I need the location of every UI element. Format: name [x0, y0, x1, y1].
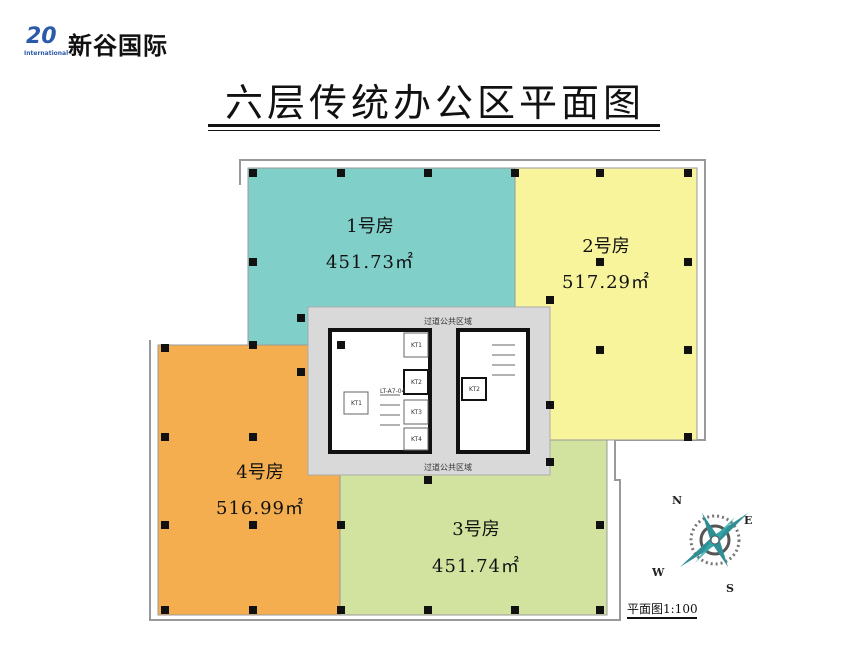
elevator-label: KT1: [351, 400, 362, 407]
room-1-area-value: 451.73㎡: [326, 252, 414, 273]
elevator-label: KT2: [469, 386, 480, 393]
column: [684, 433, 692, 441]
column: [684, 169, 692, 177]
column: [249, 521, 257, 529]
compass-rose-icon: [680, 513, 748, 567]
room-1-label: 1号房: [346, 216, 394, 237]
column: [684, 346, 692, 354]
column: [337, 341, 345, 349]
core-left-block: [328, 328, 432, 454]
column: [297, 368, 305, 376]
column: [337, 521, 345, 529]
column: [249, 169, 257, 177]
core-right-block: [456, 328, 530, 454]
elevator-shafts: [343, 332, 515, 451]
compass-west: W: [652, 566, 665, 579]
column: [249, 258, 257, 266]
room-4-label: 4号房: [236, 462, 284, 483]
column: [546, 401, 554, 409]
column: [161, 606, 169, 614]
corridor-top-label: 过道公共区域: [424, 317, 472, 326]
title-underline: [208, 124, 660, 127]
column: [161, 433, 169, 441]
logo-name: 新谷国际: [68, 32, 168, 60]
room-4-area-value: 516.99㎡: [216, 498, 304, 519]
column: [546, 296, 554, 304]
column: [596, 606, 604, 614]
stair-label: LT-A7-04: [380, 388, 406, 395]
column: [249, 606, 257, 614]
compass-south: S: [726, 582, 734, 595]
column: [596, 258, 604, 266]
column: [249, 341, 257, 349]
room-3-area-value: 451.74㎡: [432, 556, 520, 577]
outer-wall: [149, 159, 706, 621]
column: [337, 606, 345, 614]
room-3-label: 3号房: [452, 519, 500, 540]
compass-north: N: [672, 494, 683, 507]
room-2-area-value: 517.29㎡: [562, 272, 650, 293]
scale-underline: [627, 617, 697, 619]
column: [337, 169, 345, 177]
page-title: 六层传统办公区平面图: [224, 81, 645, 125]
structural-columns: [161, 169, 692, 614]
column: [596, 346, 604, 354]
column: [297, 314, 305, 322]
scale-label: 平面图1:100: [627, 602, 698, 616]
logo-number: 20: [26, 24, 57, 49]
column: [596, 521, 604, 529]
column: [424, 169, 432, 177]
column: [424, 606, 432, 614]
logo-subtitle: International: [24, 50, 69, 57]
elevator-label: KT1: [411, 342, 422, 349]
column: [249, 433, 257, 441]
corridor-bottom-label: 过道公共区域: [424, 463, 472, 472]
compass-east: E: [744, 514, 753, 527]
elevator-label: KT4: [411, 436, 422, 443]
elevator-label: KT3: [411, 409, 422, 416]
column: [424, 476, 432, 484]
column: [546, 458, 554, 466]
column: [684, 258, 692, 266]
column: [596, 169, 604, 177]
column: [511, 169, 519, 177]
title-underline-thin: [208, 130, 660, 131]
elevator-label: KT2: [411, 379, 422, 386]
room-2-label: 2号房: [582, 236, 630, 257]
column: [161, 521, 169, 529]
column: [161, 344, 169, 352]
column: [511, 606, 519, 614]
